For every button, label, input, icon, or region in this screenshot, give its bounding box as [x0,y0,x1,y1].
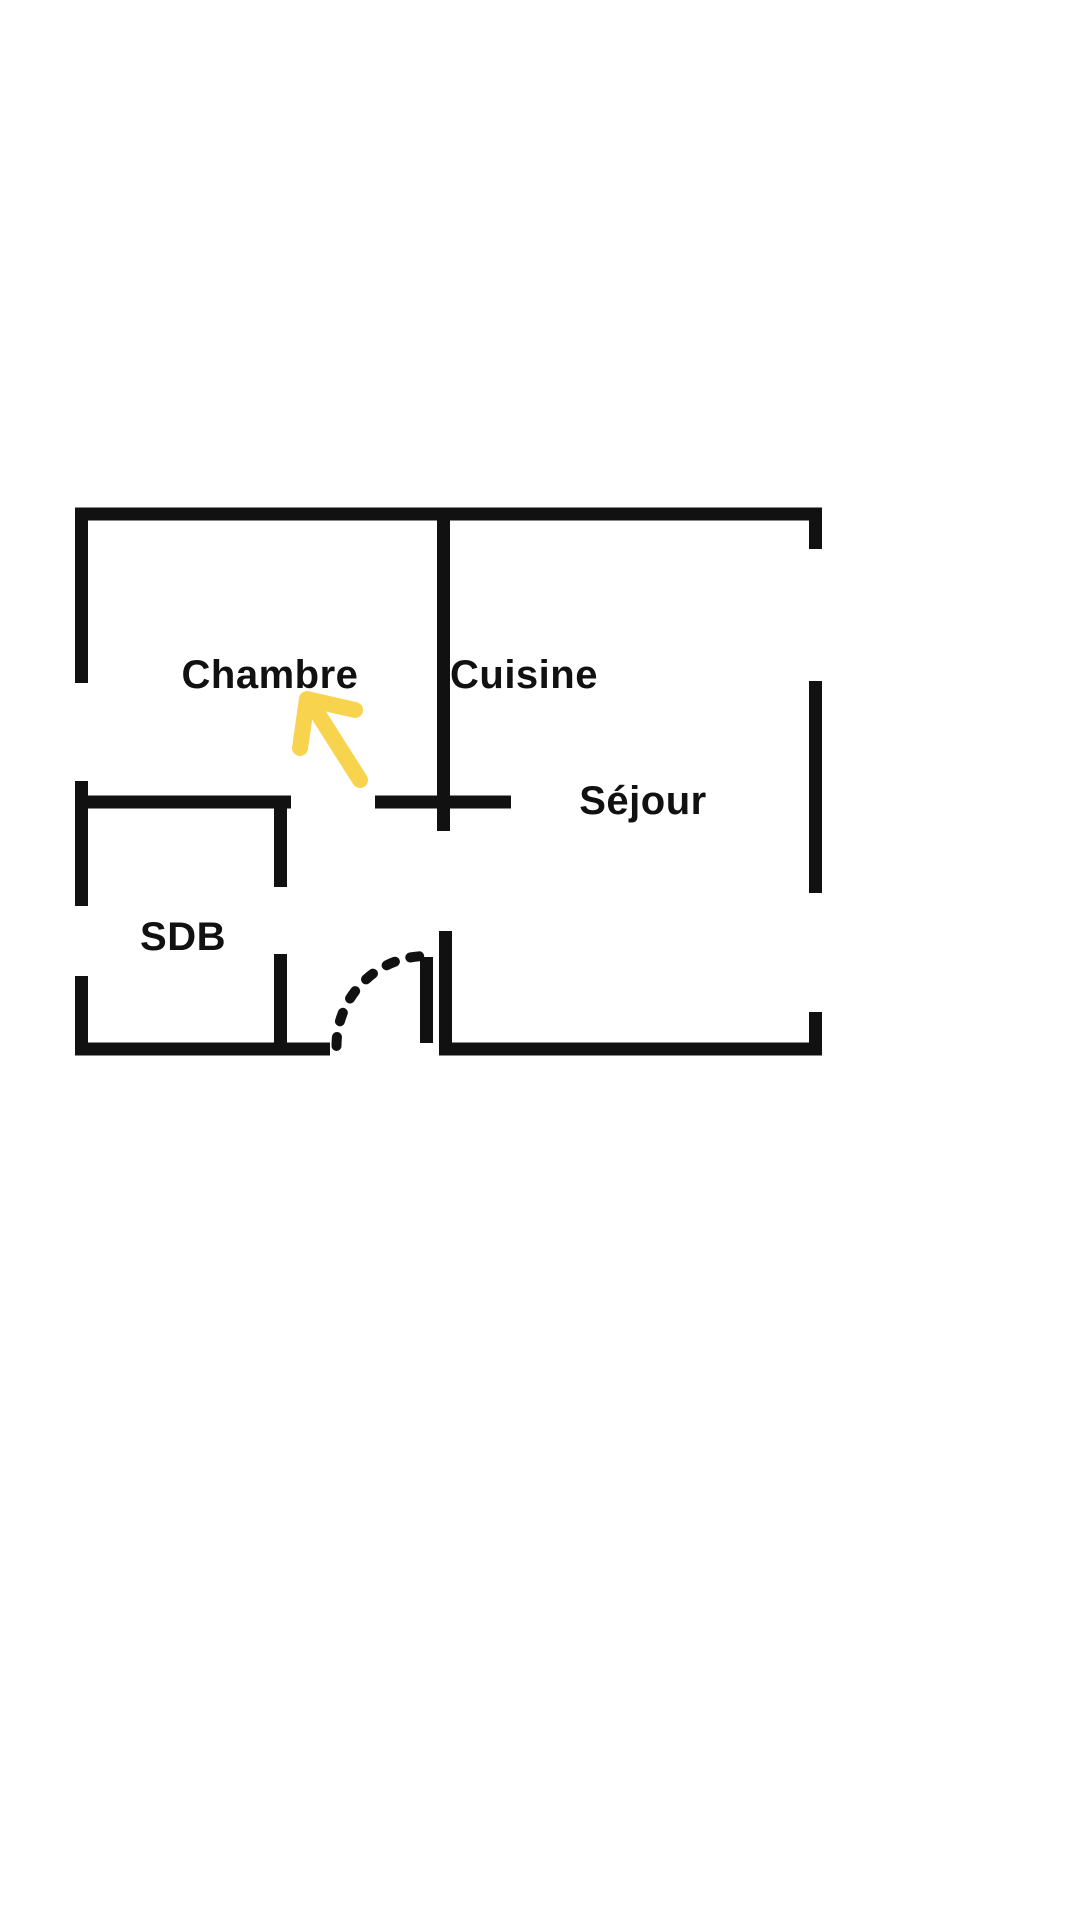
room-label-sdb: SDB [140,915,226,959]
room-label-cuisine: Cuisine [450,653,598,697]
room-labels-group: Chambre Cuisine Séjour SDB [140,653,706,959]
walls-group [75,507,822,1056]
door-swing-arc [331,951,432,1051]
room-label-chambre: Chambre [182,653,359,697]
room-label-sejour: Séjour [579,779,706,823]
arrow-shaft [305,698,368,788]
arrow-annotation [292,691,368,788]
arrow-head [292,691,363,756]
